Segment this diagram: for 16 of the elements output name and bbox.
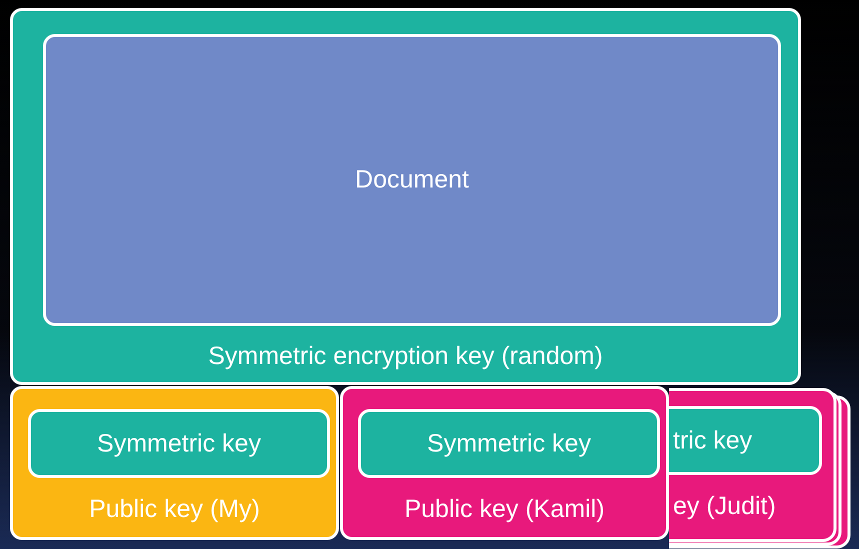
key-box <box>43 34 781 326</box>
box-label: Public key (My) <box>89 497 260 522</box>
key-box <box>10 386 339 540</box>
box-label: Symmetric encryption key (random) <box>208 344 603 369</box>
key-box <box>358 409 660 478</box>
key-box <box>669 406 822 475</box>
box-label: Document <box>355 168 469 192</box>
box-label: ey (Judit) <box>673 494 776 519</box>
box-label: Public key (Kamil) <box>404 497 605 522</box>
box-label: tric key <box>673 428 752 453</box>
box-label: Symmetric key <box>97 431 261 456</box>
box-label: Symmetric key <box>427 431 591 456</box>
key-box <box>10 8 801 385</box>
key-box <box>28 409 330 478</box>
stacked-key-box <box>669 388 853 549</box>
key-box <box>340 386 669 540</box>
